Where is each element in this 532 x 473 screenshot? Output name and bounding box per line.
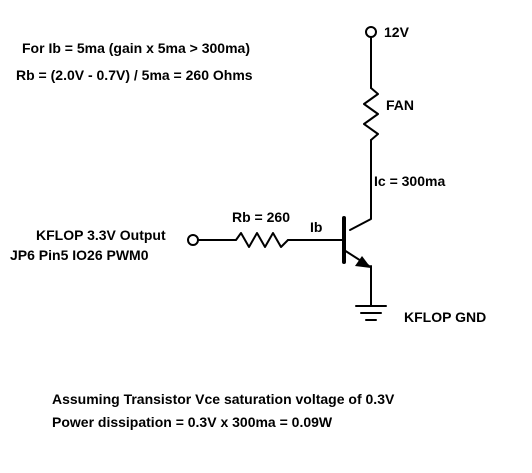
collector-current-label: Ic = 300ma: [374, 173, 445, 189]
note-line-1: For Ib = 5ma (gain x 5ma > 300ma): [22, 40, 250, 56]
fan-label: FAN: [386, 97, 414, 113]
input-terminal: [187, 234, 199, 246]
supply-label: 12V: [384, 24, 410, 40]
supply-terminal: [365, 26, 377, 38]
base-current-label: Ib: [310, 219, 322, 235]
note-line-2: Rb = (2.0V - 0.7V) / 5ma = 260 Ohms: [16, 67, 253, 83]
emitter-arrow-icon: [355, 256, 371, 268]
collector-wire: [349, 139, 372, 231]
input-label-line-1: KFLOP 3.3V Output: [36, 227, 166, 243]
base-resistor: [197, 232, 289, 248]
footer-line-1: Assuming Transistor Vce saturation volta…: [52, 391, 395, 407]
ground-label: KFLOP GND: [404, 309, 486, 325]
base-resistor-label: Rb = 260: [232, 209, 290, 225]
input-label-line-2: JP6 Pin5 IO26 PWM0: [10, 247, 149, 263]
fan-resistor: [363, 87, 379, 141]
footer-line-2: Power dissipation = 0.3V x 300ma = 0.09W: [52, 414, 333, 430]
